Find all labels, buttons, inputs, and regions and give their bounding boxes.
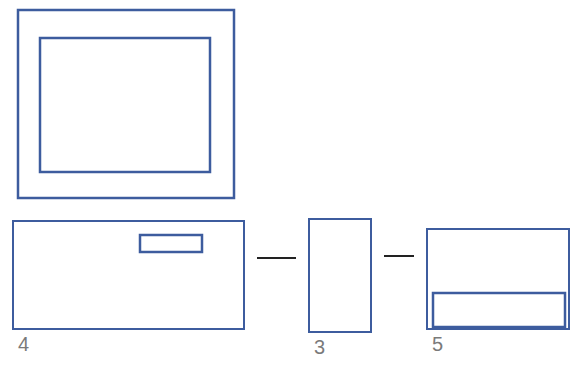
device-box: 5 [426, 228, 570, 330]
monitor-frame [18, 10, 234, 198]
paper-tray [433, 293, 565, 327]
drive-slot [140, 235, 202, 252]
device-box: 3 [308, 218, 372, 333]
callout-number: 3 [314, 337, 325, 357]
monitor-screen [40, 38, 210, 172]
callout-number: 5 [432, 334, 443, 354]
device-box: 4 [12, 220, 245, 330]
callout-number: 4 [18, 334, 29, 354]
cable-line [384, 255, 414, 257]
cable-line [257, 257, 296, 259]
